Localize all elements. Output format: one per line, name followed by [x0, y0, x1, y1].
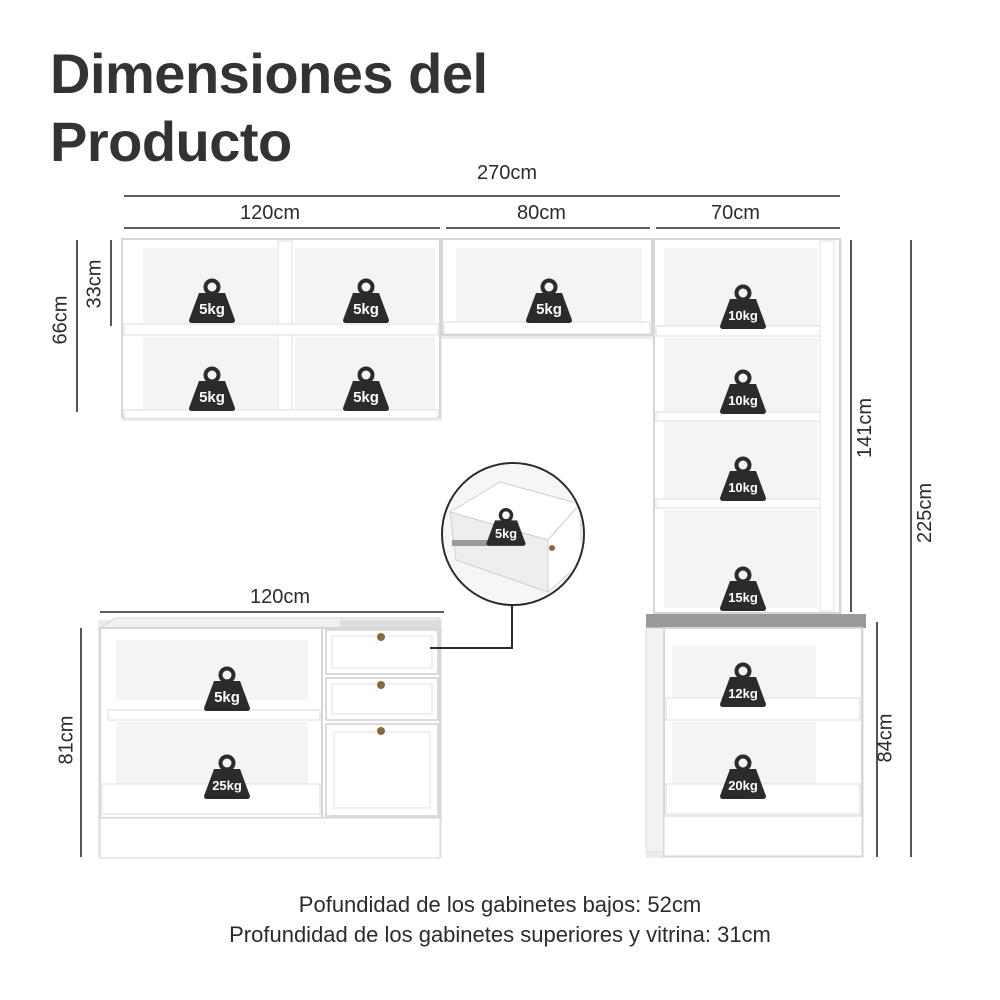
dim-tower-upper-height: 141cm: [854, 397, 877, 459]
dim-upper-right-width: 70cm: [711, 202, 760, 224]
weight-label: 10kg: [728, 308, 758, 323]
weight-label: 5kg: [353, 389, 379, 406]
dim-upper-shelf-height: 33cm: [83, 259, 106, 309]
weight-label: 5kg: [214, 689, 240, 706]
dimension-lines: [76, 195, 912, 857]
weight-icon: 12kg: [720, 662, 766, 707]
weight-icon: 25kg: [204, 754, 250, 799]
weight-icons: 5kg 5kg 5kg 5kg 5kg 10kg 10kg 10kg 15kg 5kg 5kg 25k…: [189, 278, 766, 799]
footer-depth-upper: Profundidad de los gabinetes superiores …: [229, 922, 771, 947]
weight-icon: 15kg: [720, 566, 766, 611]
weight-icon: 5kg: [343, 278, 389, 323]
weight-icon: 10kg: [720, 369, 766, 414]
footer-depth-lower: Pofundidad de los gabinetes bajos: 52cm: [298, 892, 702, 917]
weight-label: 10kg: [728, 393, 758, 408]
weight-label: 5kg: [495, 526, 517, 541]
tower-lower-cabinet: [645, 614, 866, 858]
drawer-detail-icon: [441, 462, 585, 606]
weight-label: 5kg: [353, 301, 379, 318]
weight-icon: 10kg: [720, 456, 766, 501]
weight-icon: 5kg: [189, 366, 235, 411]
dim-lower-left-width: 120cm: [250, 586, 311, 608]
weight-label: 25kg: [212, 778, 242, 793]
dim-lower-left-height: 81cm: [55, 715, 78, 765]
weight-label: 5kg: [536, 301, 562, 318]
knob-icon: [377, 681, 385, 689]
weight-label: 15kg: [728, 590, 758, 605]
title-line-1: Dimensiones del: [50, 42, 488, 105]
weight-icon: 5kg: [343, 366, 389, 411]
weight-label: 5kg: [199, 301, 225, 318]
callout-line: [430, 604, 513, 649]
title-line-2: Producto: [50, 110, 292, 173]
upper-left-cabinet: [121, 238, 442, 421]
weight-icon: 5kg: [526, 278, 572, 323]
knob-icon: [377, 727, 385, 735]
page-title: Dimensiones del Producto: [50, 40, 488, 176]
upper-middle-cabinet: [441, 238, 654, 339]
weight-label: 12kg: [728, 686, 758, 701]
weight-icon: 10kg: [720, 284, 766, 329]
weight-label: 10kg: [728, 480, 758, 495]
dim-upper-middle-width: 80cm: [517, 202, 566, 224]
weight-icon: 20kg: [720, 754, 766, 799]
dim-lower-right-height: 84cm: [874, 713, 897, 763]
weight-label: 5kg: [199, 389, 225, 406]
weight-icon: 5kg: [486, 508, 526, 546]
dim-total-height: 225cm: [914, 482, 937, 544]
dim-upper-left-width: 120cm: [240, 202, 301, 224]
dim-total-width: 270cm: [477, 162, 538, 184]
weight-icon: 5kg: [189, 278, 235, 323]
weight-icon: 5kg: [204, 666, 250, 711]
lower-left-cabinet: [98, 617, 442, 859]
knob-icon: [377, 633, 385, 641]
dim-upper-height: 66cm: [49, 295, 72, 345]
weight-label: 20kg: [728, 778, 758, 793]
